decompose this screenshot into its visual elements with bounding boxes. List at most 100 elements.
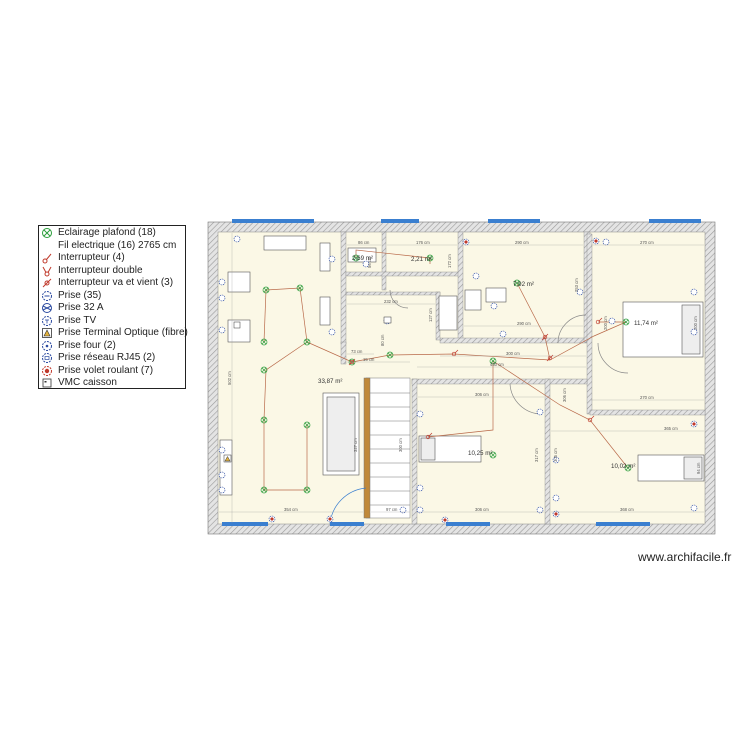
- legend-label: Prise réseau RJ45 (2): [58, 352, 156, 363]
- dim-bureau-top: 290 cm: [515, 240, 529, 245]
- fiber-outlet-icon: [42, 328, 52, 338]
- dim-stairs-bottom: 97 cm: [386, 507, 398, 512]
- tv-outlet-icon: [42, 315, 52, 326]
- cooktop: [227, 271, 251, 293]
- legend-label: Prise four (2): [58, 339, 116, 351]
- legend-item-fiber-outlet: Prise Terminal Optique (fibre): [41, 327, 188, 339]
- legend-item-ceiling-light: Eclairage plafond (18): [41, 227, 156, 239]
- door-swing: [557, 314, 587, 344]
- dim-ch1-left: 200 cm: [603, 316, 608, 330]
- dim-sejour-left: 502 cm: [227, 371, 232, 385]
- dim-entry-top: 232 cm: [384, 299, 398, 304]
- legend-label: Fil electrique (16) 2765 cm: [58, 239, 177, 251]
- legend-item-double-switch: Interrupteur double: [41, 265, 143, 277]
- desk: [464, 289, 482, 311]
- pillow: [681, 304, 701, 355]
- legend-label: Interrupteur (4): [58, 252, 125, 263]
- window: [596, 522, 650, 526]
- legend-label: Interrupteur double: [58, 264, 143, 276]
- dim-wc-left: 172 cm: [447, 254, 452, 268]
- sink: [227, 319, 251, 343]
- shutter-outlet-icon: [42, 365, 52, 376]
- dim-ch3-top: 365 cm: [664, 426, 678, 431]
- dim-hall-wide: 430 cm: [490, 362, 504, 367]
- legend-item-vmc: VMC caisson: [41, 377, 117, 389]
- dim-sdb-left: 56 cm: [367, 256, 372, 268]
- desk-chair: [485, 287, 507, 303]
- furniture: [219, 235, 705, 496]
- outlet-icon: [42, 290, 52, 301]
- dim-stairs-left: 327 cm: [353, 438, 358, 452]
- interior-walls: [340, 231, 706, 525]
- equipment: [223, 316, 392, 463]
- fiber-outlet-icon: [224, 455, 231, 462]
- shutter-outlets: [270, 239, 696, 522]
- legend-label: VMC caisson: [58, 377, 117, 388]
- dim-sejour-bottom: 354 cm: [284, 507, 298, 512]
- dim-ch1-right: 200 cm: [693, 316, 698, 330]
- window: [649, 219, 701, 223]
- dim-ch1-bottom: 270 cm: [640, 395, 654, 400]
- room-area-chambre-1: 11,74 m²: [634, 320, 658, 327]
- window: [488, 219, 540, 223]
- legend-item-switch: Interrupteur (4): [41, 252, 125, 264]
- window: [330, 522, 364, 526]
- legend-item-tv-outlet: Prise TV: [41, 315, 96, 327]
- watermark: www.archifacile.fr: [638, 550, 732, 564]
- wardrobe: [438, 295, 458, 331]
- dim-hall-left: 80 cm: [380, 334, 385, 346]
- ceiling-light-icon: [42, 228, 52, 238]
- legend-label: Interrupteur va et vient (3): [58, 277, 174, 288]
- room-area-sejour: 33,87 m²: [318, 378, 342, 385]
- dim-wc-top: 176 cm: [416, 240, 430, 245]
- legend-label: Prise 32 A: [58, 302, 104, 313]
- dim-hall-mid: 73 cm: [351, 349, 363, 354]
- legend-label: Prise TV: [58, 314, 97, 326]
- outlet-32a-icon: [42, 303, 52, 313]
- dim-bureau-right: 253 cm: [574, 278, 579, 292]
- dim-ch1-top: 270 cm: [640, 240, 654, 245]
- legend-item-two-way-switch: Interrupteur va et vient (3): [41, 277, 173, 289]
- vmc-icon: [42, 378, 52, 388]
- dim-ch3-bottom: 368 cm: [620, 507, 634, 512]
- legend-item-rj45-outlet: Prise réseau RJ45 (2): [41, 352, 155, 364]
- legend-item-wire: Fil electrique (16) 2765 cm: [41, 240, 176, 252]
- dim-hall-right: 300 cm: [506, 351, 520, 356]
- oven-outlet-icon: [42, 340, 52, 351]
- vmc-caisson: [233, 321, 241, 329]
- room-area-chambre-2: 10,25 m²: [468, 450, 492, 457]
- legend-item-oven-outlet: Prise four (2): [41, 340, 116, 352]
- room-area-sdb: 2,69 m²: [352, 255, 373, 262]
- legend-label: Prise volet roulant (7): [58, 364, 154, 376]
- dim-ch3-left: 306 cm: [562, 388, 567, 402]
- room-area-labels: 33,87 m² 2,69 m² 2,21 m² 7,92 m² 11,74 m…: [318, 255, 658, 470]
- cabinet: [319, 296, 331, 326]
- stairs: [363, 377, 411, 519]
- kitchen-counter: [263, 235, 307, 251]
- dim-bureau-left: 127 cm: [428, 308, 433, 322]
- dimension-lines: [219, 233, 704, 523]
- door-swing: [509, 383, 543, 415]
- dim-sdb-top: 86 cm: [358, 240, 370, 245]
- dim-stairs-h: 300 cm: [398, 438, 403, 452]
- two-way-switch-icon: [42, 278, 52, 288]
- dim-ch2-top: 306 cm: [475, 392, 489, 397]
- door-swing: [597, 342, 629, 374]
- windows: [222, 219, 701, 526]
- vmc-caisson: [383, 316, 392, 324]
- door-swing: [389, 289, 409, 309]
- window: [446, 522, 490, 526]
- legend-item-shutter-outlet: Prise volet roulant (7): [41, 365, 153, 377]
- legend-item-outlet: Prise (35): [41, 290, 101, 302]
- pillow: [683, 456, 703, 480]
- room-area-bureau: 7,92 m²: [513, 281, 534, 288]
- pillow: [420, 437, 436, 461]
- window: [222, 522, 268, 526]
- double-switch-icon: [42, 266, 52, 276]
- dim-bureau-bottom: 290 cm: [517, 321, 531, 326]
- dim-ch2-left: 317 cm: [534, 448, 539, 462]
- window: [381, 219, 419, 223]
- legend-label: Prise Terminal Optique (fibre): [58, 327, 188, 338]
- dimension-labels: 86 cm 176 cm 290 cm 270 cm 232 cm 290 cm…: [227, 240, 701, 512]
